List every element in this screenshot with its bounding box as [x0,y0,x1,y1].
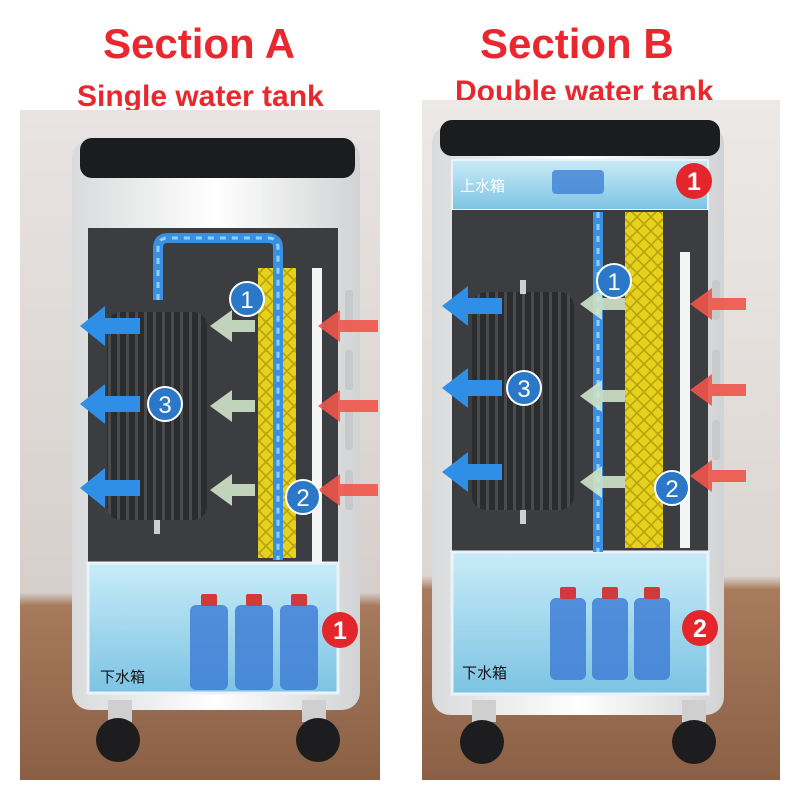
section-b-title: Section B [480,20,674,67]
panel-a: 下水箱 1 [20,110,380,780]
section-a-subtitle: Single water tank [77,80,324,113]
svg-text:1: 1 [687,168,701,196]
airflow-arrows-b [442,286,746,498]
svg-text:2: 2 [693,615,707,643]
svg-text:1: 1 [240,287,253,314]
svg-text:1: 1 [333,617,347,645]
svg-text:2: 2 [296,485,309,512]
section-a-title: Section A [103,20,296,67]
fan-b-bottom-shaft [520,510,526,524]
wheels-a [96,700,340,762]
upper-ice-pack-b [552,170,604,194]
water-flow-a [156,236,280,560]
marker-b-pad: 2 [654,470,690,506]
wheels-b [460,700,716,764]
svg-text:1: 1 [607,269,620,296]
marker-b-lower-tank: 2 [682,610,718,646]
lower-tank-b-label: 下水箱 [462,664,507,682]
fan-a-shaft [154,520,160,534]
marker-b-upper-tank: 1 [676,163,712,199]
cooler-a-back-wall [312,268,322,563]
marker-b-pump: 1 [596,263,632,299]
upper-tank-b-label: 上水箱 [460,177,505,195]
airflow-arrows-a [80,306,378,508]
cooler-b-top-panel [440,120,720,156]
cooler-b-back-wall [680,252,690,548]
svg-text:3: 3 [158,392,171,419]
marker-a-fan: 3 [147,386,183,422]
marker-b-fan: 3 [506,370,542,406]
marker-a-pump: 1 [229,281,265,317]
ice-packs-a [190,594,318,690]
ice-packs-b [550,587,670,680]
marker-a-tank: 1 [322,612,358,648]
marker-a-pad: 2 [285,479,321,515]
svg-text:2: 2 [665,476,678,503]
panel-b: 上水箱 下水箱 [422,100,780,780]
lower-tank-a-label: 下水箱 [100,668,145,686]
fan-b-top-shaft [520,280,526,294]
svg-text:3: 3 [517,376,530,403]
cooler-a-top-panel [80,138,355,178]
